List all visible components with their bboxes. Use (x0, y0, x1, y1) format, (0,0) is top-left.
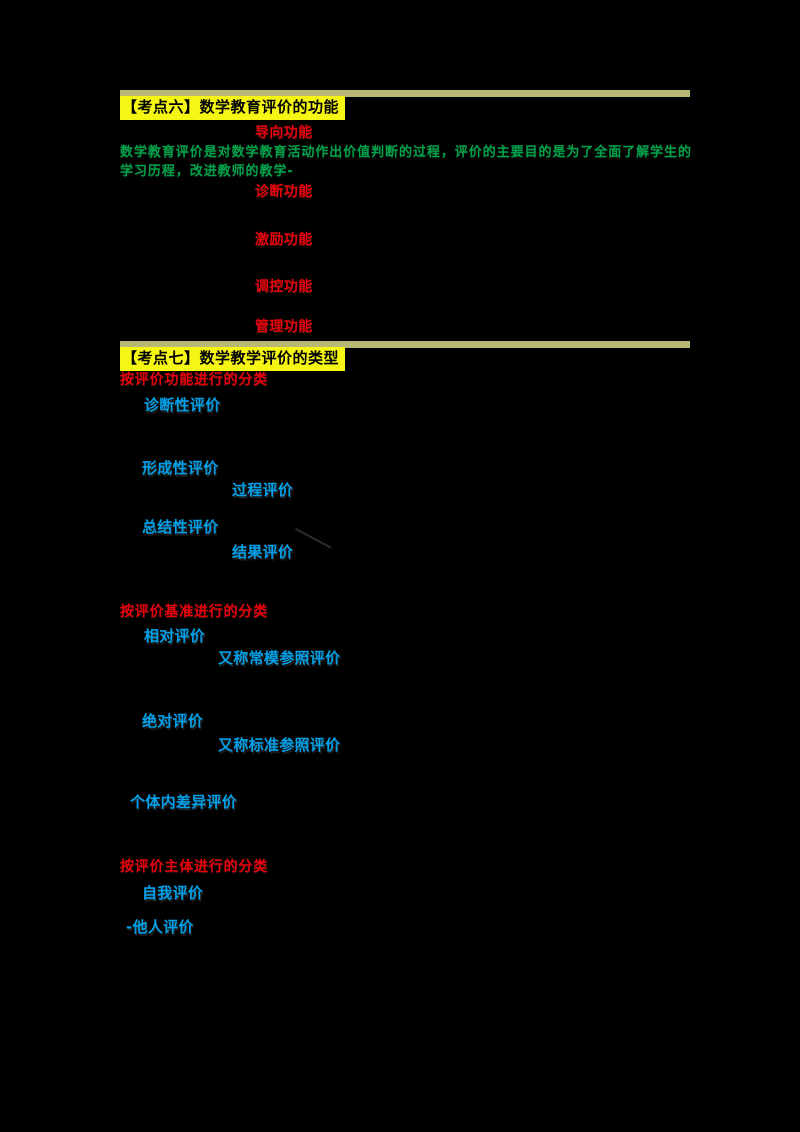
section6-heading: 【考点六】数学教育评价的功能 (120, 96, 346, 120)
evaluation-type-item: -他人评价 (126, 918, 194, 936)
highlight-strip-top (120, 90, 690, 97)
section7-group-title: 按评价基准进行的分类 (120, 604, 268, 620)
evaluation-type-item: 总结性评价 (142, 518, 219, 536)
section6-description-line2: 学习历程，改进教师的教学- (120, 164, 294, 179)
connector-line (295, 528, 332, 549)
section6-function-item: 诊断功能 (255, 184, 313, 200)
evaluation-type-item: 个体内差异评价 (130, 793, 238, 811)
section7-group-title: 按评价功能进行的分类 (120, 372, 268, 388)
evaluation-type-subitem: 过程评价 (232, 481, 294, 499)
evaluation-type-subitem: 又称标准参照评价 (218, 736, 341, 754)
evaluation-type-subitem: 又称常模参照评价 (218, 649, 341, 667)
section6-lead-function-label: 导向功能 (255, 125, 313, 141)
evaluation-type-item: 诊断性评价 (144, 396, 221, 414)
section6-description-line1: 数学教育评价是对数学教育活动作出价值判断的过程，评价的主要目的是为了全面了解学生… (120, 145, 692, 160)
section6-function-item: 调控功能 (255, 279, 313, 295)
evaluation-type-item: 相对评价 (144, 627, 206, 645)
evaluation-type-subitem: 结果评价 (232, 543, 294, 561)
evaluation-type-item: 自我评价 (142, 884, 204, 902)
section7-group-title: 按评价主体进行的分类 (120, 859, 268, 875)
highlight-strip-middle (120, 341, 690, 348)
section7-heading: 【考点七】数学教学评价的类型 (120, 347, 346, 371)
section6-function-item: 管理功能 (255, 319, 313, 335)
evaluation-type-item: 形成性评价 (142, 459, 219, 477)
section6-function-item: 激励功能 (255, 232, 313, 248)
evaluation-type-item: 绝对评价 (142, 712, 204, 730)
